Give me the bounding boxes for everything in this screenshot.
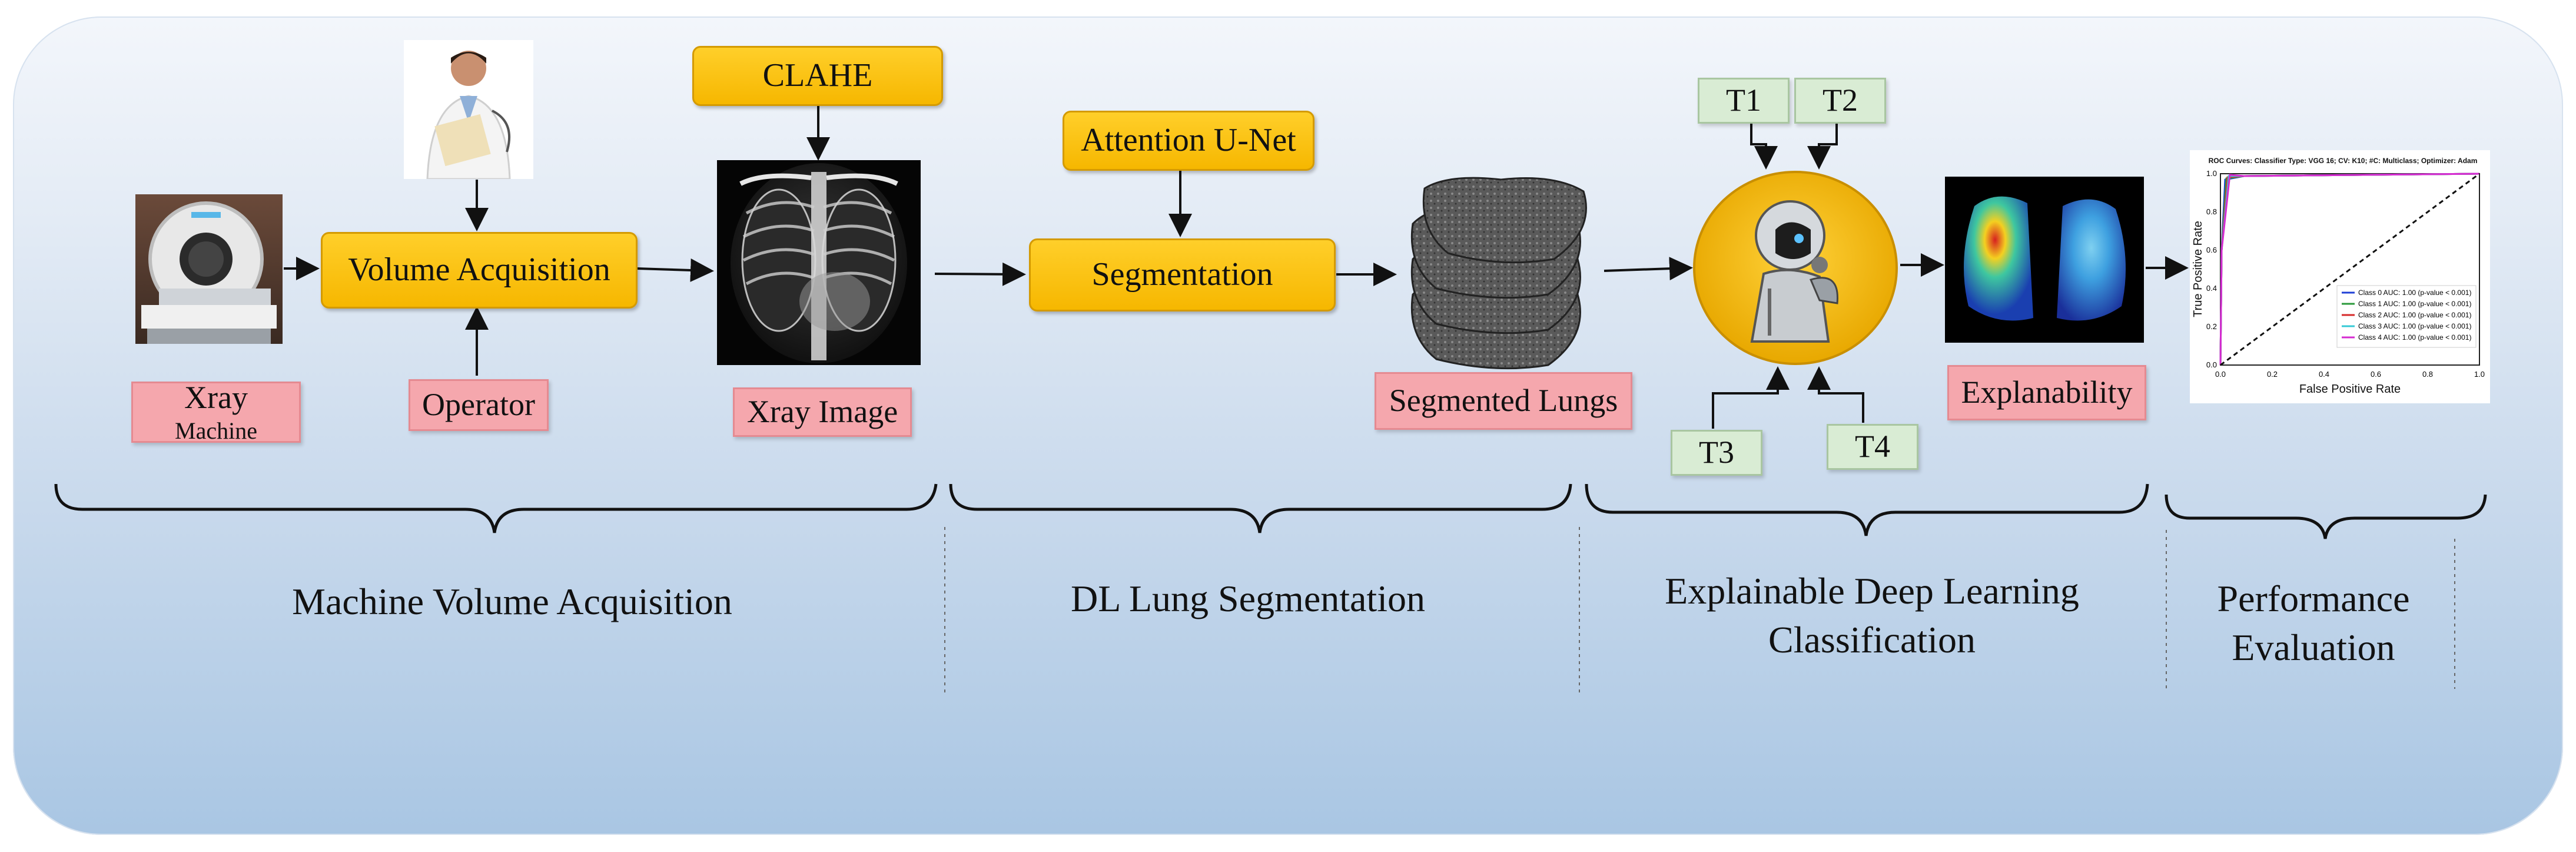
roc-legend-label: Class 4 AUC: 1.00 (p-value < 0.001) — [2358, 333, 2471, 342]
section-performance-evaluation: Performance Evaluation — [2172, 574, 2455, 672]
roc-curve-series — [2219, 173, 2480, 366]
roc-legend-label: Class 1 AUC: 1.00 (p-value < 0.001) — [2358, 300, 2471, 308]
section-explainable-line2: Classification — [1768, 619, 1976, 661]
roc-x-tick-label: 1.0 — [2474, 370, 2485, 379]
roc-y-tick-label: 1.0 — [2206, 169, 2217, 178]
section-explainable-dl-classification: Explainable Deep Learning Classification — [1589, 566, 2155, 664]
t1-box: T1 — [1698, 78, 1790, 124]
xray-machine-label-sub: Machine — [175, 417, 257, 444]
xray-machine-label-main: Xray — [184, 380, 248, 416]
roc-legend-label: Class 2 AUC: 1.00 (p-value < 0.001) — [2358, 311, 2471, 319]
roc-legend-box — [2336, 285, 2477, 348]
t3-box: T3 — [1671, 430, 1762, 476]
roc-legend-label: Class 3 AUC: 1.00 (p-value < 0.001) — [2358, 322, 2471, 330]
ai-robot-thinker-icon — [1693, 171, 1898, 365]
roc-y-tick-label: 0.2 — [2206, 322, 2217, 331]
roc-x-tick-label: 0.8 — [2422, 370, 2433, 379]
segmentation-box: Segmentation — [1029, 238, 1336, 311]
brace-machine-volume — [54, 483, 938, 533]
segmented-lungs-stack-picture — [1401, 171, 1601, 374]
arrow-lungs-to-ai — [1604, 257, 1693, 281]
roc-legend-label: Class 0 AUC: 1.00 (p-value < 0.001) — [2358, 289, 2471, 297]
operator-label: Operator — [409, 379, 549, 431]
roc-x-tick-label: 0.4 — [2319, 370, 2329, 379]
roc-y-tick-label: 0.8 — [2206, 207, 2217, 216]
brace-dl-segmentation — [949, 483, 1572, 533]
segmented-lungs-label: Segmented Lungs — [1375, 372, 1632, 430]
roc-x-tick-label: 0.2 — [2267, 370, 2278, 379]
arrow-t2-to-ai — [1807, 121, 1838, 170]
section-explainable-line1: Explainable Deep Learning — [1665, 570, 2079, 612]
roc-chance-diagonal — [2220, 173, 2480, 366]
brace-explainable-classification — [1585, 483, 2149, 536]
roc-y-tick-label: 0.6 — [2206, 246, 2217, 254]
operator-doctor-picture — [404, 40, 533, 179]
xray-machine-picture — [135, 194, 283, 344]
roc-xlabel: False Positive Rate — [2299, 383, 2401, 396]
roc-x-tick-label: 0.6 — [2371, 370, 2381, 379]
section-machine-volume-acquisition: Machine Volume Acquisition — [292, 581, 732, 622]
t2-box: T2 — [1794, 78, 1886, 124]
roc-title: ROC Curves: Classifier Type: VGG 16; CV:… — [2209, 157, 2478, 165]
arrow-t3-to-ai — [1712, 366, 1790, 429]
section-performance-line2: Evaluation — [2232, 626, 2395, 669]
section-performance-line1: Performance — [2217, 578, 2410, 619]
attention-unet-box: Attention U-Net — [1063, 111, 1314, 171]
xray-machine-label: Xray Machine — [131, 380, 301, 444]
xray-image-label: Xray Image — [733, 387, 912, 437]
clahe-box: CLAHE — [692, 46, 943, 106]
arrow-t4-to-ai — [1807, 366, 1864, 423]
section-dl-lung-segmentation: DL Lung Segmentation — [1071, 578, 1425, 619]
roc-y-tick-label: 0.0 — [2206, 360, 2217, 369]
roc-y-tick-label: 0.4 — [2206, 284, 2217, 293]
arrow-acquisition-to-xray — [636, 258, 714, 282]
brace-performance-evaluation — [2165, 494, 2487, 539]
roc-ylabel: True Positive Rate — [2192, 221, 2205, 317]
roc-axes-frame — [2220, 173, 2480, 366]
roc-x-tick-label: 0.0 — [2215, 370, 2226, 379]
t4-box: T4 — [1827, 424, 1918, 470]
explainability-heatmap-picture — [1945, 177, 2144, 343]
roc-curve-thumbnail: ROC Curves: Classifier Type: VGG 16; CV:… — [2190, 150, 2490, 403]
xray-chest-image — [717, 160, 921, 365]
arrow-t1-to-ai — [1750, 121, 1778, 170]
explainability-label: Explanability — [1947, 365, 2146, 420]
volume-acquisition-box: Volume Acquisition — [321, 232, 638, 309]
